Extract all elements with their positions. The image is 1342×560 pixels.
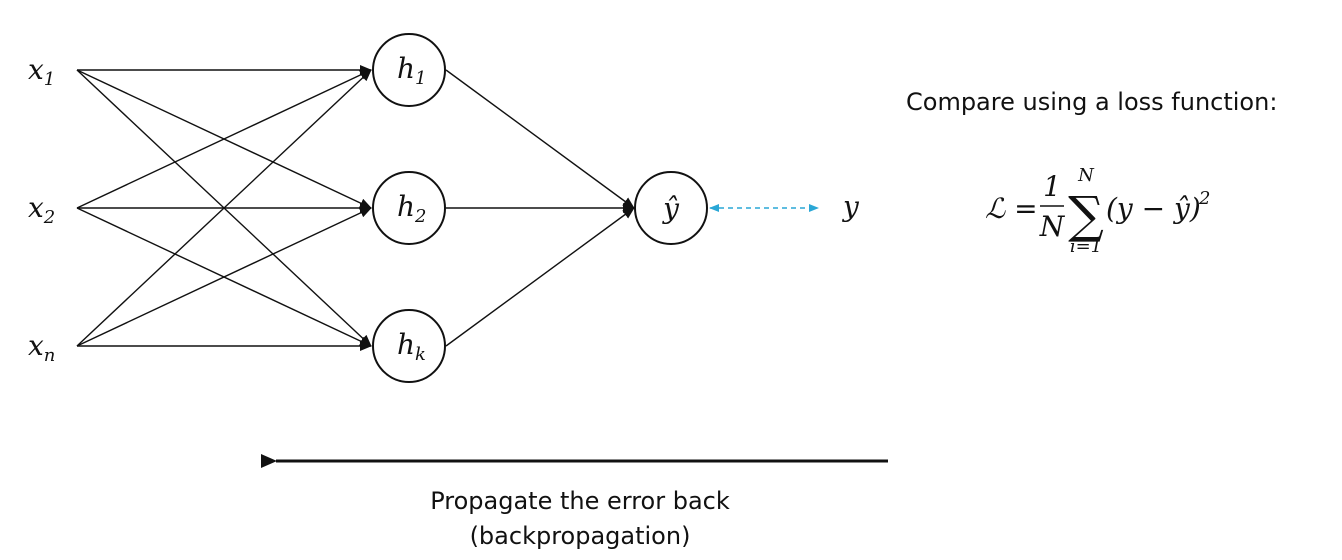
loss-sum-symbol: ∑ <box>1068 186 1104 244</box>
loss-fraction-numerator: 1 <box>1043 170 1061 203</box>
backprop-caption: Propagate the error back (backpropagatio… <box>380 484 780 554</box>
hidden-nodes <box>372 33 446 383</box>
edge-xn-h2 <box>76 207 372 347</box>
hidden-node-h2 <box>372 171 446 245</box>
hidden-label-h1: h1 <box>397 52 427 89</box>
loss-sum-upper: N <box>1077 165 1095 186</box>
target-label-y: y <box>841 190 860 223</box>
backprop-caption-line2: (backpropagation) <box>469 522 691 550</box>
hidden-to-output-edges <box>445 69 635 347</box>
input-to-hidden-edges <box>76 65 372 351</box>
loss-sum-lower: i=1 <box>1070 236 1102 257</box>
edge-xn-h1 <box>76 69 372 347</box>
edge-hk-yhat <box>445 207 635 347</box>
output-node <box>634 171 708 245</box>
loss-fraction-denominator: N <box>1039 210 1066 243</box>
edge-h1-yhat <box>445 69 635 209</box>
backprop-caption-line1: Propagate the error back <box>430 487 730 515</box>
edge-x2-h1 <box>76 69 372 209</box>
loss-lhs: ℒ = <box>985 192 1038 225</box>
hidden-node-hk <box>372 309 446 383</box>
loss-formula: ℒ = 1 N N ∑ i=1 (y − ŷ) 2 <box>985 165 1210 257</box>
hidden-label-hk: hk <box>397 328 426 365</box>
loss-exponent: 2 <box>1198 188 1210 209</box>
input-label-x2: x2 <box>28 191 55 228</box>
input-label-x1: x1 <box>28 53 55 90</box>
output-label-yhat: ŷ <box>661 192 680 225</box>
hidden-node-h1 <box>372 33 446 107</box>
loss-term: (y − ŷ) <box>1106 192 1201 225</box>
loss-title: Compare using a loss function: <box>906 88 1278 116</box>
input-label-xn: xn <box>28 329 55 366</box>
hidden-label-h2: h2 <box>397 190 427 227</box>
